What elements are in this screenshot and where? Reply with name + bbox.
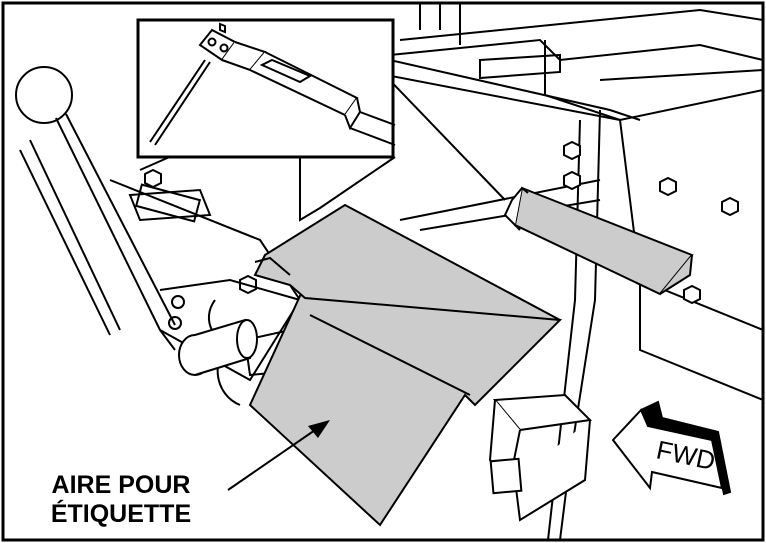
inset-pointer (299, 155, 396, 222)
shaft (178, 318, 258, 376)
bolt (721, 196, 739, 217)
label-leader-arrow (227, 420, 330, 491)
decal-panel-fold (309, 314, 471, 396)
decal-panel-upper (253, 203, 561, 321)
inset-box (136, 18, 395, 159)
control-lever (15, 66, 176, 351)
detail-inset (136, 18, 506, 222)
bolt (144, 168, 162, 189)
bolt (683, 284, 701, 305)
bolt (563, 170, 581, 191)
fwd-arrow: FWD (611, 400, 732, 496)
tube-end (489, 457, 523, 495)
inset-pointer-line (379, 69, 506, 201)
bolt (659, 176, 677, 197)
angle-bar (503, 186, 694, 296)
decal-area-label-line-2: ÉTIQUETTE (50, 500, 192, 528)
bracket-tube (488, 393, 593, 522)
bolts (144, 140, 739, 305)
inset-probe (149, 59, 211, 146)
mount-label-plate (134, 183, 202, 223)
decal-panel (248, 203, 563, 527)
bolt (563, 140, 581, 161)
inset-tool (149, 22, 396, 146)
decal-panel-edge (254, 256, 291, 276)
decal-area-label-line-1: AIRE POUR (51, 471, 191, 499)
lever-knob (15, 66, 73, 124)
